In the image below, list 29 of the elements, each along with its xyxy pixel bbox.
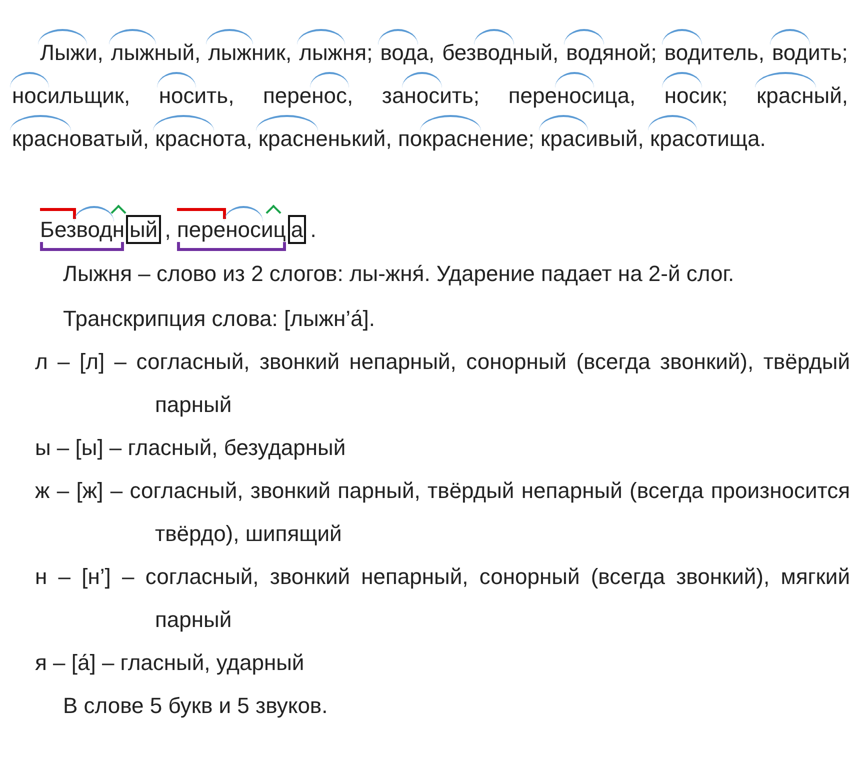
word-with-morpheme-marks: безводный, [442,28,559,71]
word-with-morpheme-marks: лыжный, [110,28,201,71]
word-with-morpheme-marks: перенос, [262,71,354,114]
word-with-morpheme-marks: лыжник, [208,28,292,71]
punctuation-mark: . [310,216,316,244]
word-with-morpheme-marks: красотища. [650,114,766,157]
word-with-morpheme-marks: переносица, [508,71,636,114]
word-with-morpheme-marks: красноватый, [12,114,149,157]
word-with-morpheme-marks: заносить; [382,71,480,114]
word-with-morpheme-marks: носильщик, [12,71,130,114]
text-line: Лыжня – слово из 2 слогов: лы-жня́. Ударение падает на 2-й слог. [63,260,734,288]
punctuation-mark: , [164,216,171,244]
word-with-morpheme-marks: водитель, [664,28,764,71]
word-with-morpheme-marks: носик; [664,71,728,114]
text-line: ы – [ы] – гласный, безударный [35,434,346,462]
text-line: Транскрипция слова: [лыжн’а́]. [63,305,375,333]
word-with-morpheme-marks: лыжня; [299,28,373,71]
word-with-morpheme-marks: носить, [158,71,234,114]
word-with-morpheme-marks: краснота, [155,114,252,157]
word-with-morpheme-marks: покраснение; [398,114,534,157]
word-with-morpheme-marks: красненький, [258,114,392,157]
word-with-morpheme-marks: красивый, [540,114,644,157]
text-line: я – [а́] – гласный, ударный [35,649,304,677]
text-line: В слове 5 букв и 5 звуков. [63,692,328,720]
word-with-morpheme-marks: Лыжи, [40,28,104,71]
word-with-morpheme-marks: красный, [756,71,848,114]
word-with-morpheme-marks: водить; [772,28,848,71]
word-with-morpheme-marks: водяной; [566,28,657,71]
word-with-morpheme-marks: вода, [380,28,435,71]
